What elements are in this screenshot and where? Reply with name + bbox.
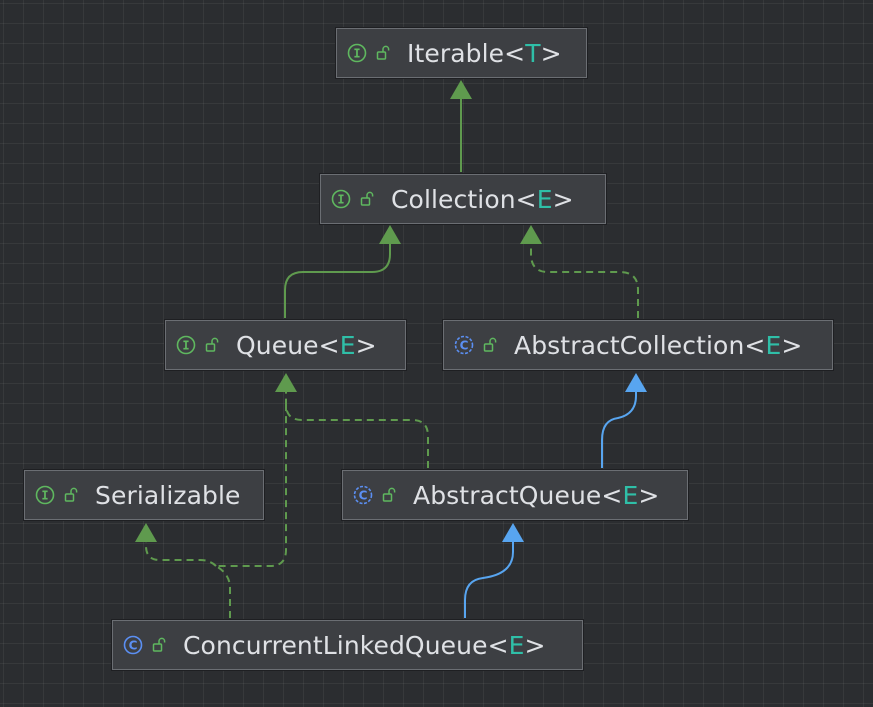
node-abstract-collection[interactable]: C AbstractCollection<E> bbox=[443, 320, 833, 370]
arrowhead-collection-right bbox=[520, 225, 542, 244]
class-name-label: Queue<E> bbox=[236, 330, 377, 360]
abstract-class-icon: C bbox=[353, 485, 373, 505]
class-name-label: AbstractCollection<E> bbox=[514, 330, 803, 360]
svg-text:C: C bbox=[129, 639, 138, 653]
node-serializable[interactable]: I Serializable bbox=[24, 470, 264, 520]
edge-abstractqueue-implements-queue bbox=[285, 392, 429, 468]
node-concurrent-linked-queue[interactable]: C ConcurrentLinkedQueue<E> bbox=[112, 620, 583, 670]
node-iterable[interactable]: I Iterable<T> bbox=[336, 28, 587, 78]
public-lock-icon bbox=[152, 637, 166, 653]
svg-text:C: C bbox=[359, 489, 368, 503]
svg-text:I: I bbox=[353, 47, 360, 61]
arrowhead-serializable bbox=[135, 523, 157, 542]
arrowhead-queue bbox=[275, 373, 297, 392]
type-parameter: T bbox=[525, 38, 541, 68]
node-collection[interactable]: I Collection<E> bbox=[320, 174, 606, 224]
interface-icon: I bbox=[35, 485, 55, 505]
type-parameter: E bbox=[339, 330, 356, 360]
class-name-label: Serializable bbox=[95, 480, 241, 510]
class-name-label: Iterable<T> bbox=[407, 38, 562, 68]
svg-text:I: I bbox=[182, 339, 189, 353]
abstract-class-icon: C bbox=[454, 335, 474, 355]
interface-icon: I bbox=[176, 335, 196, 355]
edge-abstractcollection-implements-collection bbox=[530, 244, 639, 318]
arrowhead-abstractqueue bbox=[502, 523, 524, 542]
public-lock-icon bbox=[360, 191, 374, 207]
type-parameter: E bbox=[622, 480, 639, 510]
edge-clq-implements-queue bbox=[212, 404, 287, 618]
edge-clq-extends-abstractqueue bbox=[464, 542, 514, 618]
class-icon: C bbox=[123, 635, 143, 655]
interface-icon: I bbox=[331, 189, 351, 209]
node-abstract-queue[interactable]: C AbstractQueue<E> bbox=[342, 470, 688, 520]
class-name-label: ConcurrentLinkedQueue<E> bbox=[183, 630, 546, 660]
edge-abstractqueue-extends-abstractcollection bbox=[601, 392, 637, 468]
public-lock-icon bbox=[376, 45, 390, 61]
arrowhead-abstractcollection bbox=[625, 373, 647, 392]
type-parameter: E bbox=[536, 184, 553, 214]
svg-text:I: I bbox=[41, 489, 48, 503]
svg-text:C: C bbox=[460, 339, 469, 353]
type-parameter: E bbox=[765, 330, 782, 360]
public-lock-icon bbox=[382, 487, 396, 503]
public-lock-icon bbox=[64, 487, 78, 503]
arrowhead-iterable bbox=[450, 80, 472, 99]
arrowhead-collection-left bbox=[379, 225, 401, 244]
public-lock-icon bbox=[205, 337, 219, 353]
class-name-label: AbstractQueue<E> bbox=[413, 480, 660, 510]
edge-queue-extends-collection bbox=[284, 244, 391, 318]
svg-text:I: I bbox=[337, 193, 344, 207]
type-parameter: E bbox=[508, 630, 525, 660]
class-name-label: Collection<E> bbox=[391, 184, 574, 214]
public-lock-icon bbox=[483, 337, 497, 353]
interface-icon: I bbox=[347, 43, 367, 63]
edge-clq-implements-serializable bbox=[145, 542, 217, 567]
node-queue[interactable]: I Queue<E> bbox=[165, 320, 406, 370]
